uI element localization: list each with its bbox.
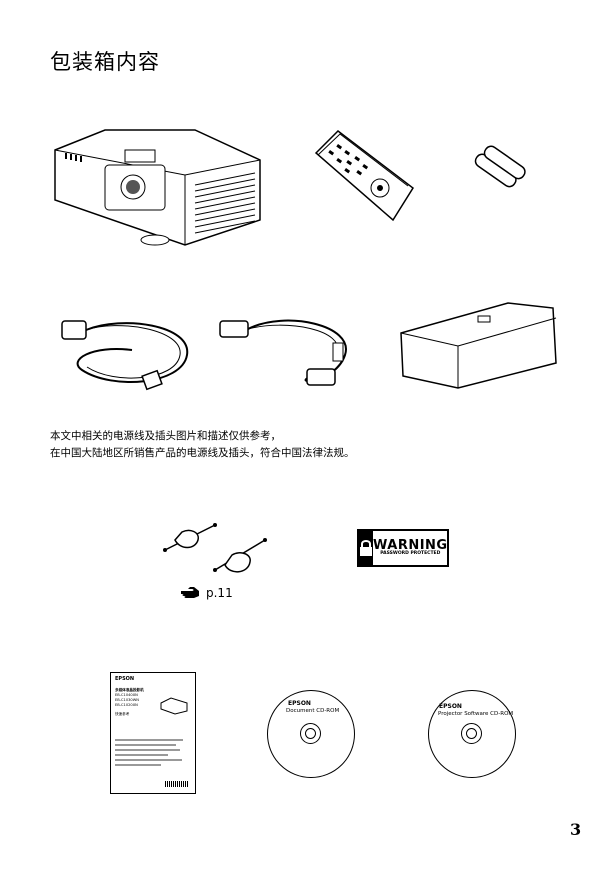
password-protected-sticker: WARNING PASSWORD PROTECTED <box>357 529 449 567</box>
page-reference-label: p.11 <box>206 586 233 600</box>
note-line-1: 本文中相关的电源线及插头图片和描述仅供参考， <box>50 430 281 442</box>
booklet-title: 多媒体液晶投影机 <box>115 688 144 692</box>
power-cord-illustration <box>61 320 189 391</box>
quick-reference-booklet: EPSON 多媒体液晶投影机 EB-C1040XN EB-C1030WN EB-… <box>110 672 196 794</box>
lock-icon <box>360 540 372 556</box>
document-cd: EPSON Document CD-ROM <box>267 690 355 778</box>
batteries-illustration <box>474 145 526 188</box>
cd1-brand: EPSON <box>288 700 311 707</box>
warning-word: WARNING <box>373 538 448 554</box>
pointing-hand-icon <box>181 587 199 598</box>
projector-illustration <box>54 129 261 246</box>
software-cd: EPSON Projector Software CD-ROM <box>428 690 516 778</box>
power-cord-note: 本文中相关的电源线及插头图片和描述仅供参考， 在中国大陆地区所销售产品的电源线及… <box>50 428 355 462</box>
cd1-label: Document CD-ROM <box>286 708 340 714</box>
booklet-projector-image <box>160 697 188 715</box>
booklet-brand: EPSON <box>115 676 135 682</box>
note-line-2: 在中国大陆地区所销售产品的电源线及插头，符合中国法律法规。 <box>50 447 355 459</box>
remote-control-illustration <box>314 130 414 222</box>
cd2-label: Projector Software CD-ROM <box>438 711 514 717</box>
cable-ties-illustration <box>163 523 267 573</box>
cd2-brand: EPSON <box>439 703 462 710</box>
booklet-subtitle: 快速参考 <box>115 712 130 716</box>
page-number: 3 <box>570 820 582 839</box>
page-reference[interactable]: p.11 <box>180 586 233 600</box>
cable-cover-illustration <box>400 302 557 389</box>
booklet-model-1: EB-C1040XN <box>115 693 138 697</box>
barcode <box>165 781 189 787</box>
warning-subtext: PASSWORD PROTECTED <box>380 551 441 557</box>
booklet-model-3: EB-C1020XN <box>115 703 138 707</box>
booklet-model-2: EB-C1030WN <box>115 698 139 702</box>
vga-cable-illustration <box>219 319 347 386</box>
page-title: 包装箱内容 <box>50 50 160 74</box>
booklet-text-block <box>115 739 191 766</box>
